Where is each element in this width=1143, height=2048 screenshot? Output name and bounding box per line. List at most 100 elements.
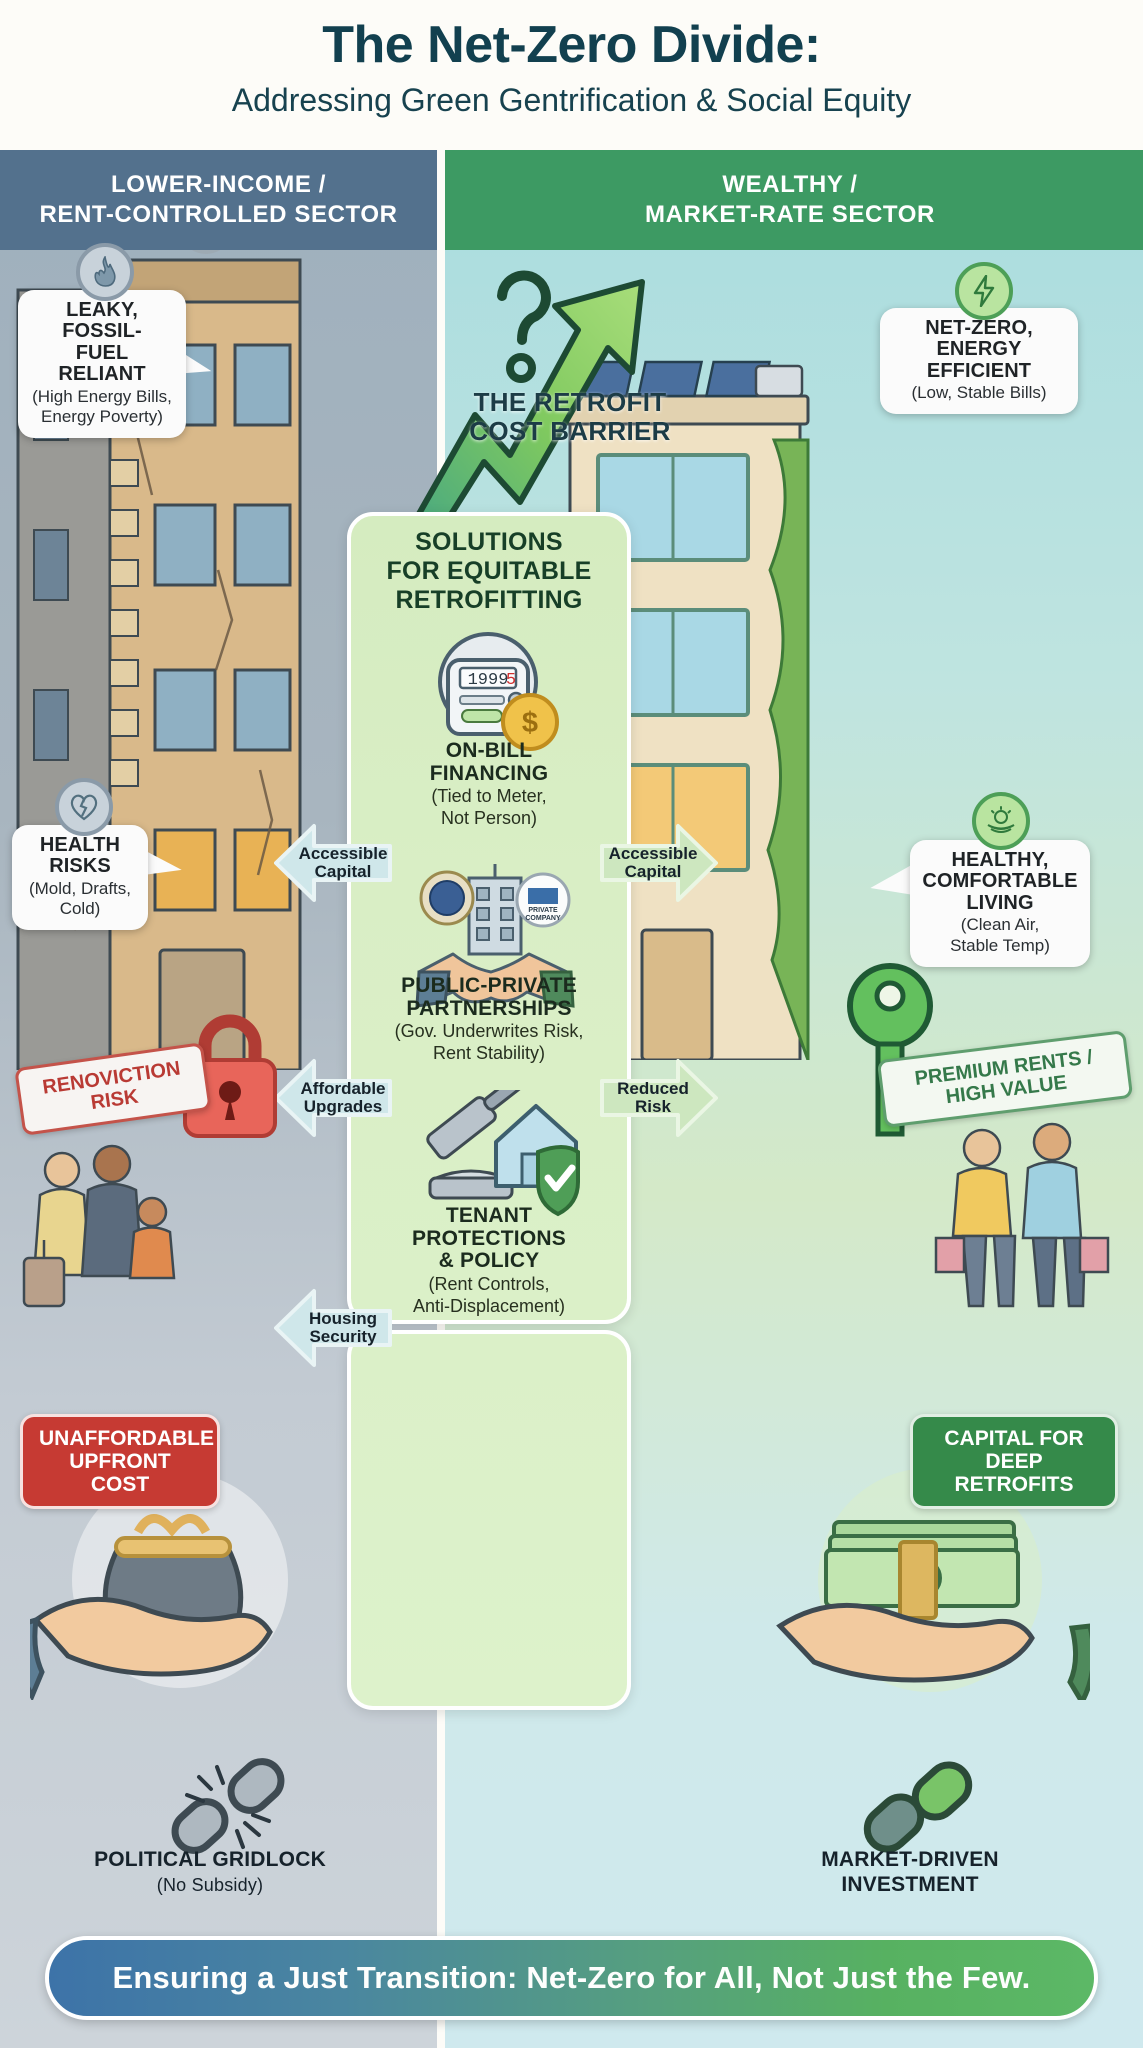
- fa-red-right-line2: Risk: [635, 1097, 671, 1116]
- fa-aff-left-line2: Upgrades: [303, 1097, 383, 1116]
- sol-ppp-sub-line2: Rent Stability): [432, 1043, 546, 1064]
- callout-leaky-head-line1: LEAKY, FOSSIL-: [62, 299, 142, 343]
- pill-capital-line1: CAPITAL FOR: [944, 1427, 1084, 1450]
- right-sector-header-line1: WEALTHY /: [722, 171, 858, 198]
- barrier-label-line1: THE RETROFIT: [473, 387, 667, 417]
- broken-chain-icon: [171, 1758, 285, 1854]
- fa-cap-left-line2: Capital: [314, 862, 372, 881]
- pill-unaffordable-line1: UNAFFORDABLE: [39, 1427, 214, 1450]
- callout-healthy-head-line2: COMFORTABLE: [922, 870, 1078, 893]
- fa-red-right-line1: Reduced: [617, 1078, 689, 1098]
- sol-ppp-head-line1: PUBLIC-PRIVATE: [401, 974, 577, 997]
- callout-leaky-head-line2: FUEL RELIANT: [58, 341, 146, 386]
- right-sector-header-line2: MARKET-RATE SECTOR: [645, 201, 935, 228]
- pill-capital-deep-retrofits: CAPITAL FOR DEEP RETROFITS: [910, 1414, 1118, 1510]
- callout-healthy-sub-line1: (Clean Air,: [960, 915, 1040, 935]
- gavel-house-shield-icon: [426, 1090, 580, 1217]
- label-political-gridlock: POLITICAL GRIDLOCK (No Subsidy): [60, 1848, 360, 1896]
- meter-digit-red: 5: [506, 671, 516, 690]
- svg-text:$: $: [522, 707, 538, 739]
- left-sector-header: LOWER-INCOME / RENT-CONTROLLED SECTOR: [0, 150, 437, 250]
- sol-tenant-sub-line2: Anti-Displacement): [412, 1295, 566, 1316]
- label-market-head-line2: INVESTMENT: [841, 1872, 979, 1896]
- broken-heart-icon: [55, 778, 113, 836]
- flow-arrow-reduced-risk: Reduced Risk: [600, 1055, 718, 1141]
- pill-unaffordable-upfront-cost: UNAFFORDABLE UPFRONT COST: [20, 1414, 220, 1510]
- flow-arrow-housing-security: Housing Security: [274, 1285, 392, 1371]
- pill-unaffordable-line2: UPFRONT COST: [69, 1450, 171, 1497]
- meter-reading: 1999: [468, 671, 509, 690]
- handshake-gov-private-icon: PRIVATE COMPANY: [415, 864, 575, 1008]
- solutions-title-line1: SOLUTIONS: [415, 528, 563, 556]
- solution-on-bill-financing: ON-BILL FINANCING (Tied to Meter, Not Pe…: [357, 739, 621, 829]
- solutions-title-line3: RETROFITTING: [395, 586, 583, 614]
- sol-tenant-sub-line1: (Rent Controls,: [428, 1274, 550, 1295]
- callout-netzero-sub-line1: (Low, Stable Bills): [911, 383, 1047, 403]
- sun-leaf-icon: [972, 792, 1030, 850]
- hand-holding-empty-purse-icon: [30, 1472, 288, 1700]
- wealthy-couple-illustration: [934, 1122, 1110, 1308]
- flow-arrow-affordable-upgrades: Affordable Upgrades: [274, 1055, 392, 1141]
- callout-health-risks: HEALTH RISKS (Mold, Drafts, Cold): [12, 825, 148, 931]
- callout-netzero-head-line1: NET-ZERO,: [925, 317, 1033, 339]
- flow-arrow-accessible-capital-left: Accessible Capital: [274, 820, 392, 906]
- barrier-label-line2: COST BARRIER: [469, 416, 671, 447]
- right-sector-header: WEALTHY / MARKET-RATE SECTOR: [437, 150, 1143, 250]
- callout-health-head-line2: RISKS: [49, 855, 111, 878]
- callout-healthy-head-line1: HEALTHY,: [951, 849, 1049, 871]
- sol-onbill-sub-line1: (Tied to Meter,: [431, 786, 547, 807]
- label-gridlock-head: POLITICAL GRIDLOCK: [94, 1848, 326, 1871]
- barrier-label: THE RETROFIT COST BARRIER: [420, 387, 720, 447]
- page-title: The Net-Zero Divide:: [322, 16, 821, 74]
- electric-meter-coin-icon: 1999 5 $: [438, 632, 559, 751]
- callout-leaky-fossil-fuel: LEAKY, FOSSIL- FUEL RELIANT (High Energy…: [18, 290, 186, 438]
- sol-onbill-head-line2: FINANCING: [429, 761, 549, 785]
- callout-health-sub-line2: Cold): [59, 899, 101, 919]
- strong-chain-icon: [863, 1761, 973, 1853]
- lightning-bolt-icon: [955, 262, 1013, 320]
- left-sector-header-line1: LOWER-INCOME /: [110, 171, 327, 198]
- pill-capital-line2: DEEP RETROFITS: [954, 1450, 1074, 1497]
- footer-banner: Ensuring a Just Transition: Net-Zero for…: [45, 1936, 1098, 2020]
- sol-tenant-head-line2: PROTECTIONS: [412, 1226, 566, 1250]
- solutions-title: SOLUTIONS FOR EQUITABLE RETROFITTING: [357, 528, 621, 615]
- callout-net-zero-efficient: NET-ZERO, ENERGY EFFICIENT (Low, Stable …: [880, 308, 1078, 414]
- callout-leaky-sub-line2: Energy Poverty): [41, 407, 163, 427]
- sol-tenant-head-line1: TENANT: [445, 1204, 533, 1227]
- flame-icon: [76, 243, 134, 301]
- fa-hou-left-line2: Security: [309, 1327, 377, 1346]
- hand-holding-cash-icon: [776, 1470, 1090, 1700]
- callout-healthy-head-line3: LIVING: [966, 891, 1034, 914]
- sol-onbill-head-line1: ON-BILL: [445, 739, 533, 762]
- sol-ppp-head-line2: PARTNERSHIPS: [406, 996, 572, 1020]
- page-subtitle: Addressing Green Gentrification & Social…: [231, 81, 912, 118]
- solution-public-private-partnerships: PUBLIC-PRIVATE PARTNERSHIPS (Gov. Underw…: [357, 974, 621, 1064]
- callout-health-head-line1: HEALTH: [39, 834, 121, 856]
- sol-tenant-head-line3: & POLICY: [438, 1249, 540, 1273]
- label-market-driven-investment: MARKET-DRIVEN INVESTMENT: [770, 1848, 1050, 1898]
- callout-healthy-sub-line2: Stable Temp): [950, 935, 1050, 955]
- callout-healthy-comfortable-living: HEALTHY, COMFORTABLE LIVING (Clean Air, …: [910, 840, 1090, 967]
- solutions-title-line2: FOR EQUITABLE: [386, 557, 592, 585]
- label-market-head-line1: MARKET-DRIVEN: [821, 1848, 999, 1871]
- fa-hou-left-line1: Housing: [309, 1308, 377, 1328]
- label-gridlock-sub: (No Subsidy): [156, 1874, 264, 1895]
- flow-arrow-accessible-capital-right: Accessible Capital: [600, 820, 718, 906]
- private-badge-line2: COMPANY: [525, 915, 561, 922]
- callout-leaky-sub-line1: (High Energy Bills,: [32, 386, 172, 406]
- fa-cap-right-line1: Accessible: [608, 843, 698, 863]
- solution-tenant-protections: TENANT PROTECTIONS & POLICY (Rent Contro…: [357, 1204, 621, 1317]
- fa-cap-right-line2: Capital: [624, 862, 682, 881]
- fa-aff-left-line1: Affordable: [300, 1078, 386, 1098]
- sol-onbill-sub-line2: Not Person): [440, 808, 538, 829]
- sol-ppp-sub-line1: (Gov. Underwrites Risk,: [394, 1021, 584, 1042]
- callout-health-sub-line1: (Mold, Drafts,: [28, 878, 132, 898]
- private-badge-line1: PRIVATE: [528, 907, 558, 914]
- solutions-panel-lower: [347, 1330, 631, 1710]
- fa-cap-left-line1: Accessible: [298, 843, 388, 863]
- rising-arrow-question-icon: [387, 270, 645, 570]
- title-block: The Net-Zero Divide: Addressing Green Ge…: [0, 0, 1143, 150]
- low-income-family-illustration: [22, 1144, 176, 1308]
- callout-netzero-head-line2: ENERGY EFFICIENT: [926, 338, 1032, 382]
- footer-text: Ensuring a Just Transition: Net-Zero for…: [112, 1960, 1031, 1995]
